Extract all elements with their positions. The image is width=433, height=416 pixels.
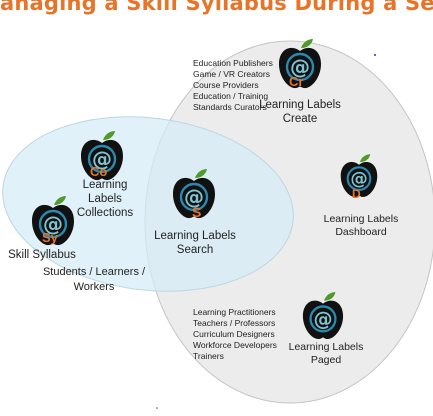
apple-icon: @: [32, 196, 74, 246]
page-title: anaging a Skill Syllabus During a Se: [0, 0, 433, 15]
svg-text:@: @: [92, 147, 112, 171]
audience-item: Trainers: [193, 351, 224, 361]
audience-item: Standards Curators: [193, 102, 267, 112]
skill-syllabus-code: Sy: [42, 230, 58, 245]
apple-icon: @: [302, 292, 344, 340]
apple-icon: @: [279, 39, 321, 89]
label-line: Learning Labels: [259, 99, 341, 111]
create-label: Learning Labels Create: [256, 98, 344, 126]
apple-icon: @: [340, 154, 378, 197]
apple-icon: @: [81, 131, 123, 181]
label-line: Paged: [310, 354, 342, 366]
svg-text:@: @: [350, 170, 367, 190]
dashboard-code: D: [352, 187, 361, 201]
label-line: Search: [176, 244, 214, 256]
audience-item: Workforce Developers: [193, 340, 277, 350]
label-line: Dashboard: [335, 226, 387, 238]
audience-item: Education / Training: [193, 91, 269, 101]
audience-item: Education Publishers: [193, 58, 273, 68]
apple-icon: @: [173, 169, 215, 219]
collections-code: Co: [90, 164, 108, 179]
label-line: Learning Labels: [288, 341, 364, 353]
skill-syllabus-label: Skill Syllabus: [8, 249, 76, 261]
dashboard-label: Learning Labels Dashboard: [318, 213, 404, 239]
marker-dot: [374, 54, 376, 56]
label-line: Learning: [82, 179, 128, 191]
svg-text:@: @: [313, 308, 332, 331]
paged-label: Learning Labels Paged: [283, 341, 369, 367]
search-code: S: [192, 204, 202, 220]
audience-item: Game / VR Creators: [193, 69, 270, 79]
label-line: Collections: [76, 207, 134, 219]
label-line: Learning Labels: [323, 213, 399, 225]
label-line: Learning Labels: [154, 230, 236, 242]
collections-label: Learning Labels Collections: [70, 178, 140, 220]
svg-text:@: @: [43, 212, 63, 236]
search-label: Learning Labels Search: [149, 229, 241, 257]
audience-item: Curriculum Designers: [193, 329, 275, 339]
label-line: Labels: [88, 193, 122, 205]
students-label: Students / Learners / Workers: [34, 265, 154, 295]
small-ellipse: [2, 116, 294, 292]
audience-item: Course Providers: [193, 80, 259, 90]
create-audience-list: Education Publishers Game / VR Creators …: [193, 58, 273, 113]
paged-audience-list: Learning Practitioners Teachers / Profes…: [193, 307, 277, 362]
audience-item: Learning Practitioners: [193, 307, 276, 317]
label-line: Workers: [73, 281, 115, 293]
marker-dot: [156, 407, 158, 409]
svg-text:@: @: [184, 185, 204, 209]
label-line: Students / Learners /: [42, 266, 146, 278]
create-code: Cr: [289, 74, 304, 89]
svg-text:@: @: [290, 55, 310, 79]
label-line: Create: [282, 113, 318, 125]
audience-item: Teachers / Professors: [193, 318, 276, 328]
